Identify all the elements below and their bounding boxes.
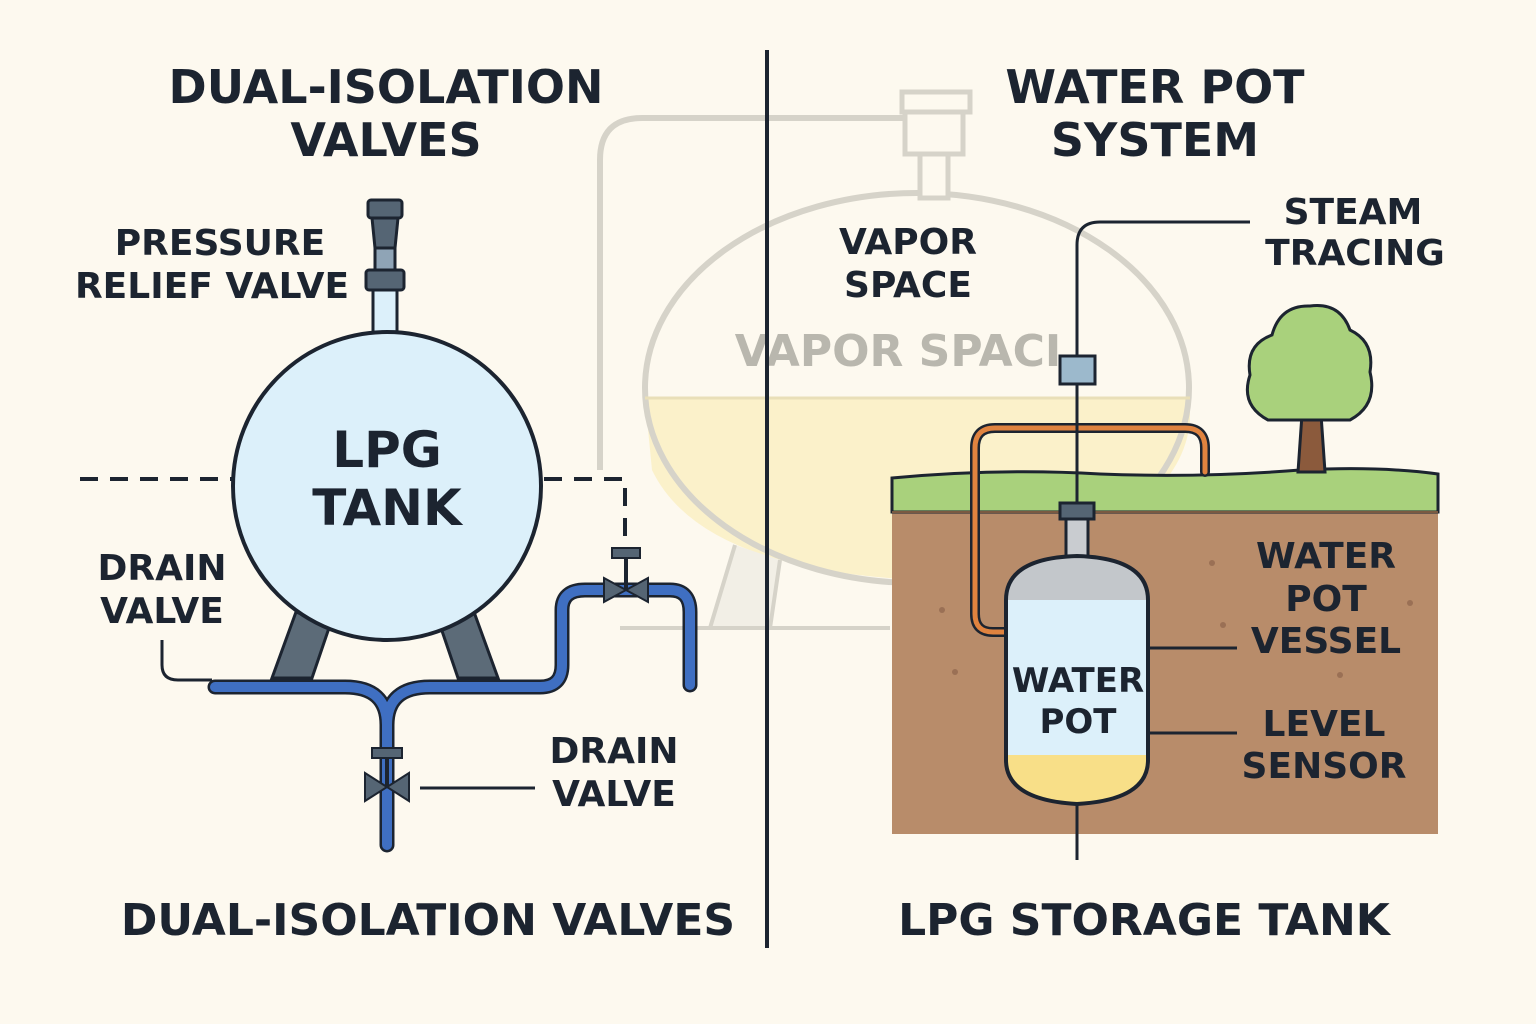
level-sensor-label-line2: SENSOR	[1242, 746, 1407, 787]
drain-valve-bottom-label-line1: DRAIN	[550, 731, 679, 772]
water-pot-label-line1: WATER	[1012, 661, 1144, 701]
drain-valve-bottom-label-line2: VALVE	[552, 774, 676, 815]
vapor-space-label-line1: VAPOR	[839, 222, 977, 263]
steam-tracing-sensor-box	[1058, 354, 1097, 386]
left-title-line1: DUAL-ISOLATION	[169, 60, 604, 114]
right-panel: WATER POT SYSTEM STEAM TRACING	[890, 60, 1445, 946]
dashed-reference-line-right	[544, 477, 627, 548]
drain-valve-bottom-icon	[364, 747, 410, 803]
background-tank-outline-pipe	[597, 115, 905, 470]
water-pot-vessel-label-line2: POT	[1285, 579, 1367, 620]
pressure-relief-label-line1: PRESSURE	[115, 223, 325, 264]
right-title-line2: SYSTEM	[1051, 113, 1259, 167]
vapor-space-label-line2: SPACE	[844, 265, 972, 306]
background-tank-valve-cap	[899, 89, 973, 115]
vapor-space-faded-label: VAPOR SPACI	[735, 326, 1062, 377]
soil	[892, 510, 1438, 834]
soil-speck	[952, 669, 958, 675]
tree-icon	[1245, 304, 1374, 474]
left-footer-title: DUAL-ISOLATION VALVES	[121, 895, 735, 946]
lpg-tank-label-line1: LPG	[332, 421, 442, 479]
soil-speck	[1337, 672, 1343, 678]
soil-speck	[1407, 600, 1413, 606]
pressure-relief-valve-icon	[364, 198, 406, 338]
soil-speck	[939, 607, 945, 613]
steam-tracing-label-line2: TRACING	[1265, 233, 1445, 274]
drain-piping	[207, 582, 698, 853]
isolation-valve-top-icon	[603, 547, 649, 604]
background-tank-leg	[707, 544, 782, 630]
left-title-line2: VALVES	[290, 113, 481, 167]
right-title-line1: WATER POT	[1005, 60, 1305, 114]
level-sensor-label-line1: LEVEL	[1263, 704, 1386, 745]
soil-speck	[1220, 622, 1226, 628]
soil-speck	[1209, 560, 1215, 566]
pressure-relief-label-line2: RELIEF VALVE	[75, 266, 349, 307]
steam-tracing-leader	[1075, 220, 1250, 356]
drain-valve-left-leader	[160, 640, 212, 682]
lpg-tank	[231, 330, 543, 642]
drain-valve-left-label-line1: DRAIN	[98, 548, 227, 589]
grass	[890, 467, 1440, 514]
steam-tracing-label-line1: STEAM	[1284, 192, 1423, 233]
water-pot-vessel-label-line3: VESSEL	[1251, 621, 1401, 662]
water-pot-vessel	[1004, 501, 1150, 860]
lpg-tank-label-line2: TANK	[312, 479, 464, 537]
water-pot-vessel-label-line1: WATER	[1256, 536, 1396, 577]
background-tank-valve-body	[902, 109, 966, 157]
left-panel: DUAL-ISOLATION VALVES PRESSURE RELIEF VA…	[75, 60, 735, 946]
right-footer-title: LPG STORAGE TANK	[898, 895, 1392, 946]
drain-valve-left-label-line2: VALVE	[100, 591, 224, 632]
water-pot-label-line2: POT	[1039, 702, 1117, 742]
steam-tracing-loop-fill	[972, 425, 1208, 635]
